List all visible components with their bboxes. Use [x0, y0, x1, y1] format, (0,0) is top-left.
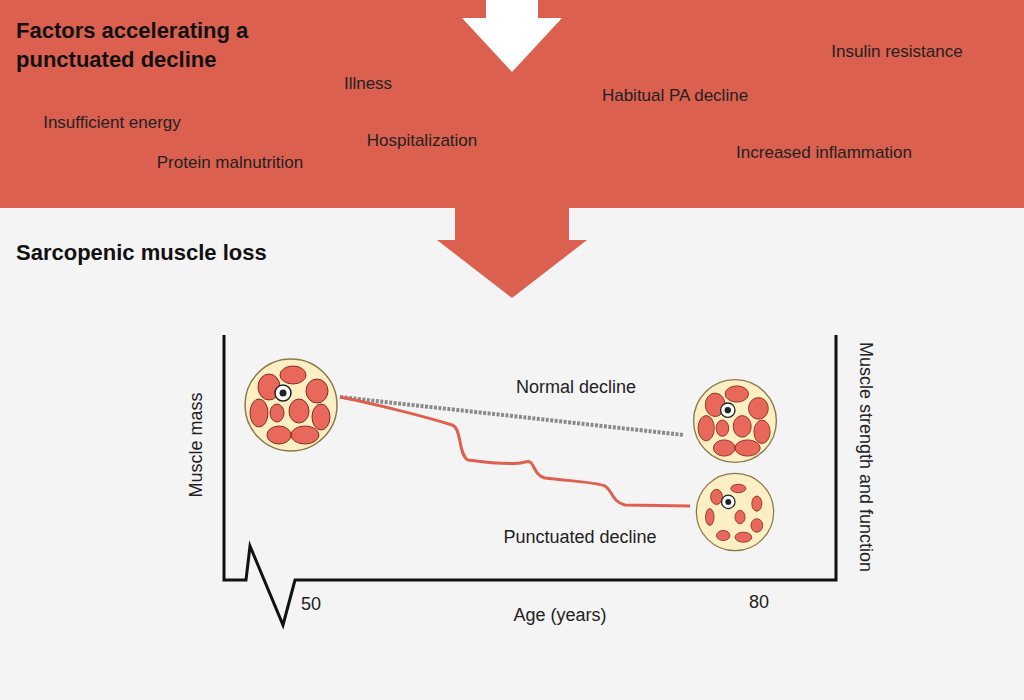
muscle-bundle — [717, 530, 730, 540]
muscle-section — [245, 359, 337, 451]
axis-tick: 80 — [749, 591, 769, 613]
bone-marrow — [725, 407, 731, 413]
band-heading: Factors accelerating a punctuated declin… — [16, 16, 316, 74]
muscle-bundle — [291, 426, 319, 444]
bone-marrow — [725, 499, 731, 505]
muscle-bundle — [716, 420, 729, 436]
muscle-bundle — [289, 399, 309, 423]
muscle-bundle — [706, 509, 714, 526]
chart-axes — [224, 335, 836, 625]
muscle-bundle — [754, 420, 770, 443]
factor-text: Illness — [344, 73, 392, 94]
bone — [275, 385, 291, 401]
muscle-section — [694, 380, 777, 463]
muscle-bundle — [250, 399, 268, 427]
muscle-bundle — [711, 489, 723, 504]
axis-title: Muscle mass — [185, 392, 207, 497]
muscle-bundle — [713, 440, 735, 456]
muscle-bundle — [312, 404, 330, 430]
muscle-bundle — [306, 379, 328, 403]
series-label: Punctuated decline — [503, 526, 656, 548]
muscle-bundle — [733, 416, 751, 438]
muscle-bundle — [280, 366, 306, 384]
muscle-bundle — [751, 519, 763, 532]
input-arrow — [462, 0, 562, 72]
factor-text: Increased inflammation — [736, 142, 912, 163]
normal-decline-line — [340, 397, 684, 435]
factor-text: Protein malnutrition — [157, 152, 303, 173]
axis-title: Muscle strength and function — [855, 342, 877, 572]
bone — [721, 403, 735, 417]
axis-title: Age (years) — [513, 604, 606, 626]
panel-band: Sarcopenic muscle loss — [0, 208, 1024, 700]
muscle-outline — [696, 473, 773, 550]
muscle-bundle — [725, 386, 748, 402]
muscle-bundle — [735, 532, 752, 542]
punctuated-decline-line — [340, 397, 690, 506]
factor-band: Factors accelerating a punctuated declin… — [0, 0, 1024, 208]
block-arrow — [437, 207, 587, 298]
muscle-bundle — [752, 496, 762, 511]
muscle-bundle — [735, 440, 760, 456]
muscle-outline — [694, 380, 777, 463]
muscle-bundle — [705, 393, 725, 416]
factor-text: Hospitalization — [367, 130, 478, 151]
muscle-bundle — [749, 398, 769, 420]
panel-heading: Sarcopenic muscle loss — [16, 238, 416, 267]
factor-text: Insufficient energy — [43, 112, 181, 133]
muscle-bundle — [267, 426, 291, 444]
axis-tick: 50 — [301, 593, 321, 615]
factor-text: Habitual PA decline — [602, 85, 748, 106]
bone-marrow — [280, 390, 287, 397]
muscle-bundle — [258, 374, 280, 400]
muscle-bundle — [731, 484, 746, 492]
muscle-bundle — [735, 510, 745, 523]
muscle-section — [696, 473, 773, 550]
muscle-bundle — [270, 404, 284, 422]
factor-text: Insulin resistance — [831, 41, 962, 62]
muscle-bundle — [698, 416, 714, 441]
series-label: Normal decline — [516, 376, 636, 398]
bone — [722, 495, 735, 508]
muscle-outline — [245, 359, 337, 451]
